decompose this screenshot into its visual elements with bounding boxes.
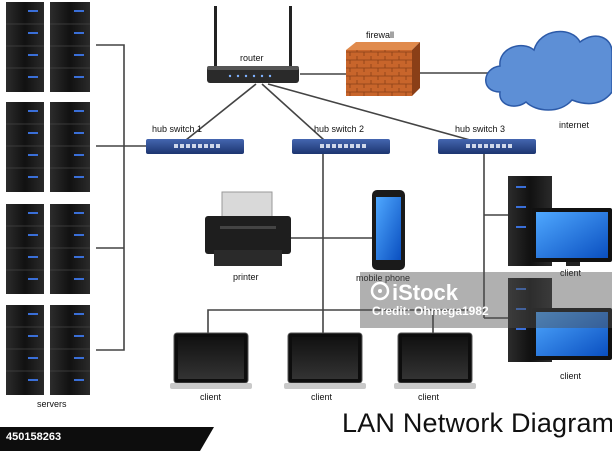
label-hub-switch-1: hub switch 1 — [152, 124, 203, 134]
label-hub-switch-3: hub switch 3 — [455, 124, 506, 134]
istock-logo-icon — [370, 281, 390, 301]
label-hub-switch-2: hub switch 2 — [314, 124, 365, 134]
label-printer: printer — [233, 272, 259, 282]
cables — [96, 44, 510, 351]
diagram-title: LAN Network Diagram — [342, 408, 612, 438]
server-racks — [6, 2, 90, 395]
label-router: router — [240, 53, 264, 63]
label-internet: internet — [559, 120, 590, 130]
internet-cloud — [485, 30, 612, 111]
watermark-banner — [360, 272, 612, 328]
firewall-device — [346, 42, 420, 96]
label-servers: servers — [37, 399, 67, 409]
label-client-desktop-1: client — [560, 268, 582, 278]
laptop-clients — [170, 332, 476, 389]
label-firewall: firewall — [366, 30, 395, 40]
printer-device — [205, 191, 291, 266]
router-device — [207, 6, 299, 83]
label-mobile-phone: mobile phone — [356, 273, 411, 283]
watermark-brand: iStock — [392, 280, 459, 305]
label-client-laptop-1: client — [200, 392, 222, 402]
mobile-phone-device — [372, 190, 405, 270]
watermark-credit: Credit: Ohmega1982 — [372, 304, 489, 318]
label-client-desktop-2: client — [560, 371, 582, 381]
stock-id: 450158263 — [6, 431, 62, 443]
label-client-laptop-3: client — [418, 392, 440, 402]
label-client-laptop-2: client — [311, 392, 333, 402]
hub-switch-devices — [146, 139, 536, 154]
desktop-clients — [508, 176, 612, 362]
stock-id-bar — [0, 427, 214, 451]
